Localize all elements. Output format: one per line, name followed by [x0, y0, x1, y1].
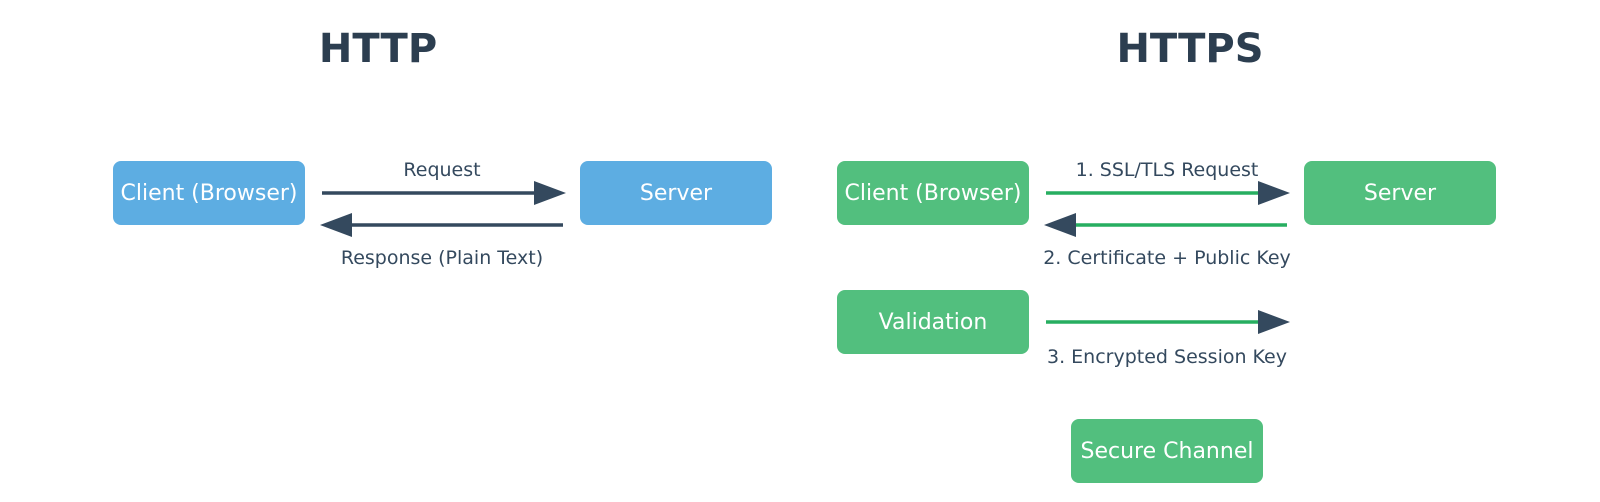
https-server-box: Server	[1304, 161, 1496, 225]
https-validation-box: Validation	[837, 290, 1029, 354]
https-secure-channel-box: Secure Channel	[1071, 419, 1263, 483]
https-step3-label: 3. Encrypted Session Key	[1047, 346, 1287, 368]
https-title: HTTPS	[1116, 26, 1264, 72]
http-client-box: Client (Browser)	[113, 161, 305, 225]
https-step2-label: 2. Certificate + Public Key	[1043, 247, 1291, 269]
http-response-label: Response (Plain Text)	[340, 247, 544, 269]
https-step2-arrow	[1044, 213, 1287, 237]
https-client-box: Client (Browser)	[837, 161, 1029, 225]
https-step1-label: 1. SSL/TLS Request	[1075, 159, 1259, 181]
http-title: HTTP	[318, 26, 438, 72]
http-request-label: Request	[403, 159, 481, 181]
https-step1-arrow	[1046, 181, 1290, 205]
http-response-arrow	[320, 213, 563, 237]
http-server-box: Server	[580, 161, 772, 225]
http-request-arrow	[322, 181, 566, 205]
https-step3-arrow	[1046, 310, 1290, 334]
